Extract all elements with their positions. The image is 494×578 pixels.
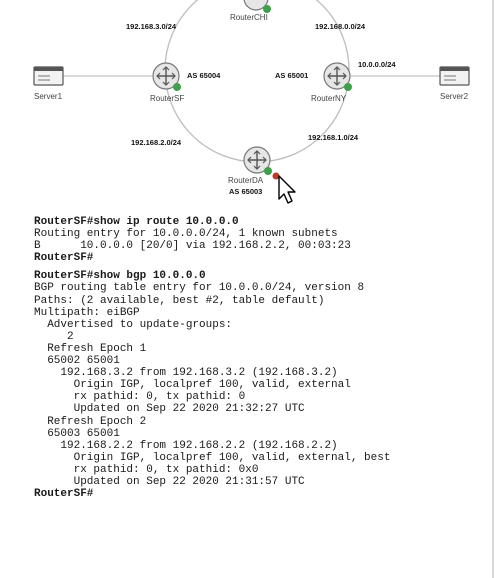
output-line: BGP routing table entry for 10.0.0.0/24,…	[34, 282, 365, 295]
output-line: 192.168.2.2 from 192.168.2.2 (192.168.2.…	[34, 439, 338, 452]
routerda-icon[interactable]	[243, 146, 271, 174]
routersf-status-green-icon	[173, 83, 181, 91]
server2-label: Server2	[440, 92, 469, 101]
routerda-status-red-icon	[272, 172, 280, 180]
routerny-status-green-icon	[344, 83, 352, 91]
output-line: rx pathid: 0, tx pathid: 0x0	[34, 463, 259, 476]
server1-label: Server1	[34, 92, 63, 101]
output-line: 65003 65001	[34, 427, 120, 440]
output-line: Advertised to update-groups:	[34, 318, 233, 331]
mouse-pointer-icon	[278, 175, 296, 204]
routerchi-status-green-icon	[263, 5, 271, 13]
output-line: Origin IGP, localpref 100, valid, extern…	[34, 451, 391, 464]
output-line: Refresh Epoch 1	[34, 342, 147, 355]
routerda-status-green-icon	[264, 167, 272, 175]
routerda-label: RouterDA	[228, 176, 264, 185]
subnet-chi-ny-label: 192.168.0.0/24	[315, 22, 366, 31]
subnet-sf-chi-label: 192.168.3.0/24	[126, 22, 177, 31]
subnet-ny-server2-label: 10.0.0.0/24	[358, 60, 396, 69]
command-line: RouterSF#show bgp 10.0.0.0	[34, 270, 206, 283]
output-line: Multipath: eiBGP	[34, 306, 140, 319]
subnet-sf-da-label: 192.168.2.0/24	[131, 138, 182, 147]
output-line: Origin IGP, localpref 100, valid, extern…	[34, 379, 351, 392]
server1-icon[interactable]	[33, 66, 64, 86]
output-line: Updated on Sep 22 2020 21:32:27 UTC	[34, 403, 305, 416]
terminal-output: RouterSF#show ip route 10.0.0.0 Routing …	[34, 216, 474, 500]
output-line: Paths: (2 available, best #2, table defa…	[34, 294, 325, 307]
routerny-icon[interactable]	[323, 62, 351, 90]
output-line: Updated on Sep 22 2020 21:31:57 UTC	[34, 475, 305, 488]
routerny-label: RouterNY	[311, 94, 347, 103]
server2-icon[interactable]	[439, 66, 470, 86]
routersf-icon[interactable]	[152, 62, 180, 90]
output-line: B 10.0.0.0 [20/0] via 192.168.2.2, 00:03…	[34, 240, 351, 253]
routersf-label: RouterSF	[150, 94, 185, 103]
prompt-line: RouterSF#	[34, 488, 94, 501]
show-ip-route-block: RouterSF#show ip route 10.0.0.0 Routing …	[34, 216, 474, 264]
routerchi-label: RouterCHI	[230, 13, 268, 22]
output-line: Refresh Epoch 2	[34, 415, 147, 428]
network-topology-diagram: RouterCHI RouterSF RouterNY RouterDA Ser…	[0, 0, 494, 210]
output-line: rx pathid: 0, tx pathid: 0	[34, 391, 246, 404]
prompt-line: RouterSF#	[34, 252, 94, 265]
output-line: 65002 65001	[34, 355, 120, 368]
as-routerda-label: AS 65003	[229, 187, 263, 196]
routerchi-icon[interactable]	[243, 0, 269, 11]
output-line: 2	[34, 330, 74, 343]
as-routerny-label: AS 65001	[275, 71, 309, 80]
command-line: RouterSF#show ip route 10.0.0.0	[34, 216, 239, 228]
output-line: Routing entry for 10.0.0.0/24, 1 known s…	[34, 228, 338, 241]
as-routersf-label: AS 65004	[187, 71, 221, 80]
output-line: 192.168.3.2 from 192.168.3.2 (192.168.3.…	[34, 367, 338, 380]
topology-canvas	[33, 0, 470, 204]
subnet-da-ny-label: 192.168.1.0/24	[308, 133, 359, 142]
show-bgp-block: RouterSF#show bgp 10.0.0.0 BGP routing t…	[34, 270, 474, 500]
